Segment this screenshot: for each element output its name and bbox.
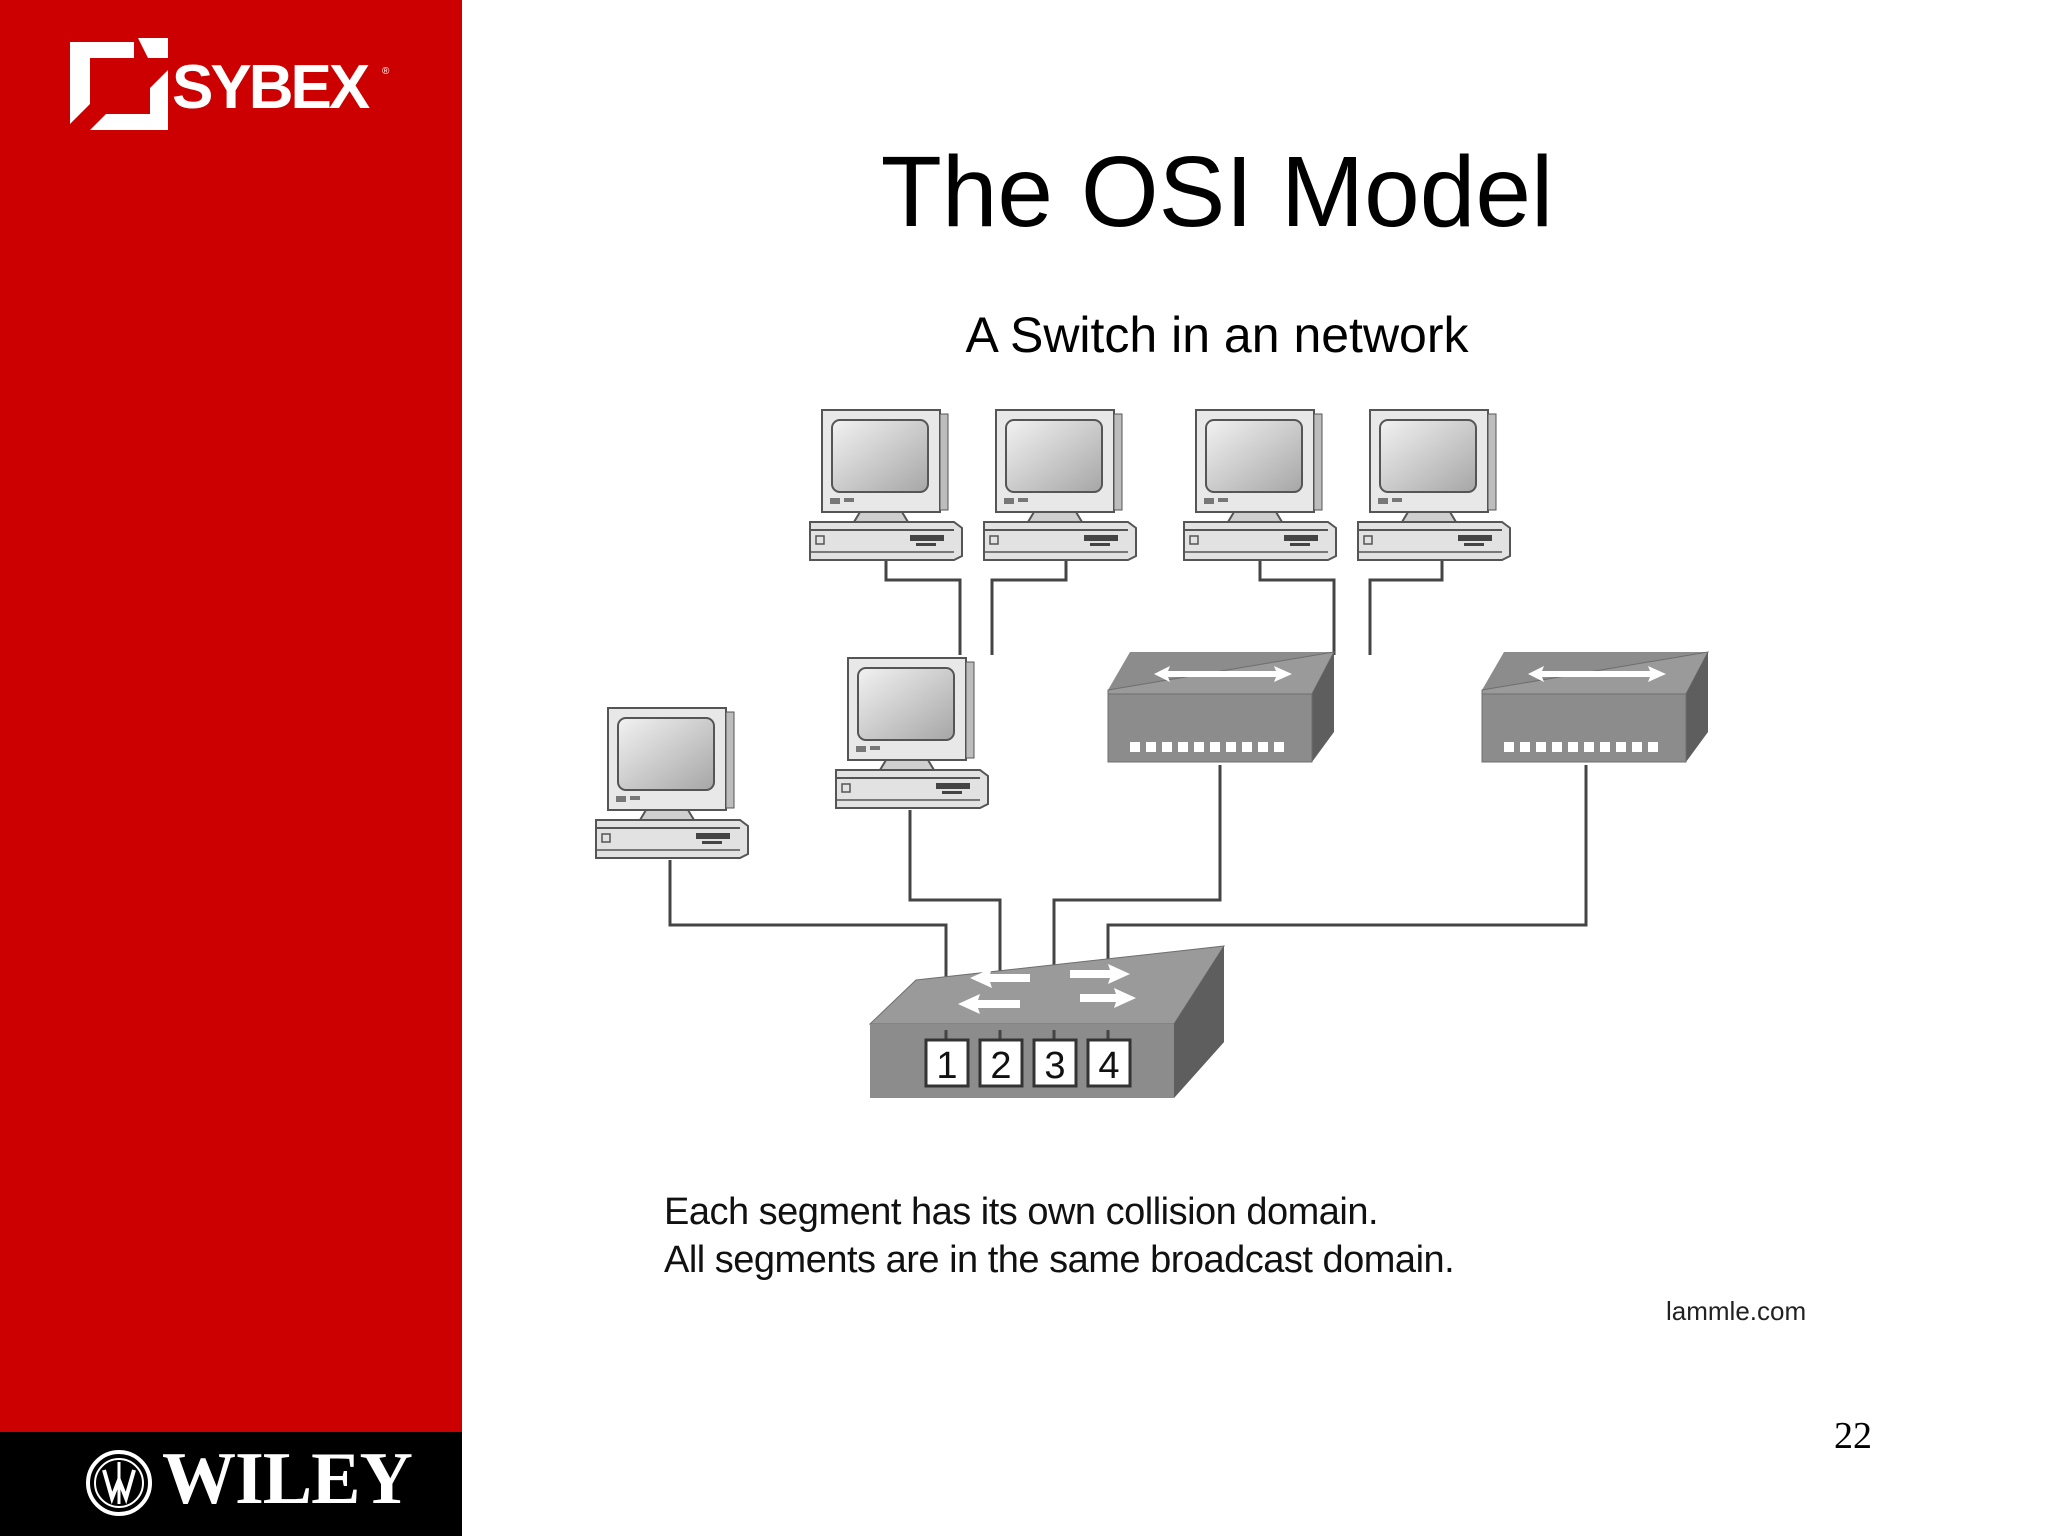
switch-port-label: 1 (936, 1045, 957, 1087)
hub-icon (1481, 651, 1709, 763)
desktop-computer-icon (1183, 409, 1337, 561)
sybex-logo-icon (70, 38, 168, 130)
red-sidebar: SYBEX ® WILEY (0, 0, 462, 1536)
desktop-computer-icon (835, 657, 989, 809)
switch-port-label: 2 (990, 1045, 1011, 1087)
desktop-computer-icon (983, 409, 1137, 561)
sybex-wordmark: SYBEX (172, 53, 370, 122)
desktop-computer-icon (809, 409, 963, 561)
switch-port-label: 3 (1044, 1045, 1065, 1087)
page-number: 22 (1834, 1415, 1872, 1457)
desktop-computer-icon (1357, 409, 1511, 561)
wiley-emblem-icon (86, 1450, 152, 1516)
hub-icon (1107, 651, 1335, 763)
switch-network-diagram: 1 2 3 4 (595, 409, 1709, 1098)
source-credit: lammle.com (1666, 1296, 1807, 1326)
desktop-computer-icon (595, 707, 749, 859)
switch-port-label: 4 (1098, 1045, 1119, 1087)
switch-ports: 1 2 3 4 (924, 1038, 1132, 1088)
caption-line: Each segment has its own collision domai… (664, 1191, 1379, 1233)
caption-line: All segments are in the same broadcast d… (664, 1239, 1455, 1281)
diagram-caption: Each segment has its own collision domai… (664, 1188, 1455, 1284)
registered-mark: ® (382, 66, 390, 77)
slide-subtitle: A Switch in an network (965, 307, 1469, 363)
wiley-band (0, 1432, 462, 1536)
slide-title: The OSI Model (880, 136, 1554, 248)
wiley-wordmark: WILEY (162, 1438, 413, 1520)
